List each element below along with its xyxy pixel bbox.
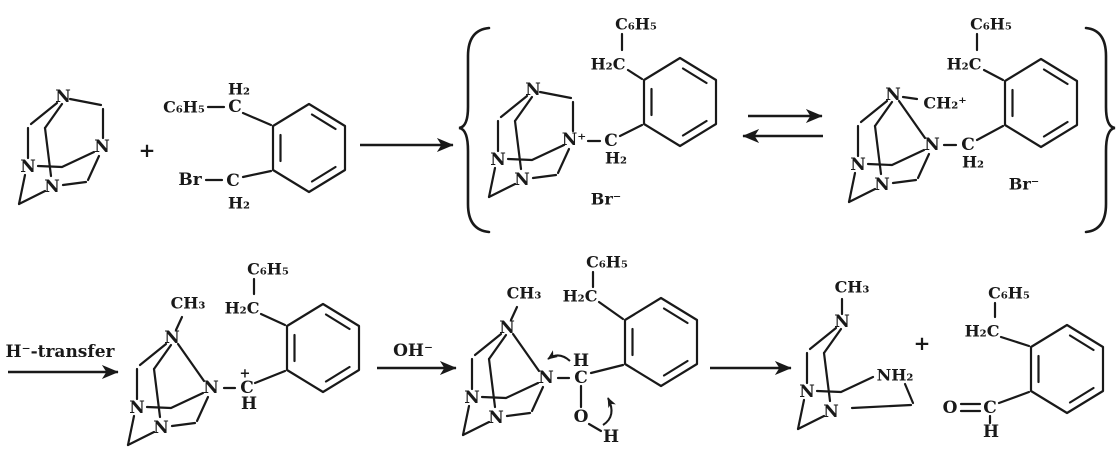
benzyl-bromide-reactant: C₆H₅ H₂ C Br C H₂ [163,80,347,213]
methylene-label: H₂C [225,299,260,318]
electron-pushing-arrow [602,397,616,426]
methylated-benzylic-cation: N N N N CH₃ + C H C₆H₅ H₂C [126,260,361,447]
carbon-label: C [604,131,618,151]
nitrogen-label: N [514,170,530,190]
phenyl-label: C₆H₅ [163,98,205,117]
nitrogen-label: N [885,85,901,105]
carbon-label: C [574,368,588,388]
phenyl-label: C₆H₅ [615,15,657,34]
cage-bonds [487,90,575,199]
ring-opened-cation-intermediate: N N N N CH₂⁺ C H₂ C₆H₅ H₂C Br⁻ [847,15,1079,204]
benzene-ring [1003,57,1079,149]
h2-label: H₂ [228,80,250,99]
carbon-label: C [961,135,975,155]
nitrogen-label: N [823,402,839,422]
nitrogen-label: N [499,318,515,338]
benzene-ring [285,302,361,394]
amine-label: NH₂ [877,366,914,385]
hydride-transfer-label: H⁻-transfer [6,342,116,362]
nitrogen-cation-label: N⁺ [562,130,587,150]
methyl-label: CH₃ [835,278,870,297]
nitrogen-label: N [94,137,110,157]
benzene-ring [1029,323,1105,415]
nitrogen-label: N [55,87,71,107]
electron-pushing-arrow [547,350,571,362]
nitrogen-label: N [464,388,480,408]
methyl-label: CH₃ [507,284,542,303]
benzene-ring [271,102,347,194]
hydrogen-label: H [573,351,589,371]
benzene-ring [642,56,718,148]
carbinolamine-intermediate: N N N N CH₃ H C O H C₆H₅ H₂C [461,253,699,447]
plus-charge: + [240,367,251,382]
bromine-label: Br [178,170,202,190]
equilibrium-arrows [742,109,823,143]
nitrogen-label: N [488,408,504,428]
carbon-label: C [983,398,997,418]
methylene-cation-label: CH₂⁺ [923,94,966,113]
hydrogen-label: H [241,394,257,414]
h2-label: H₂ [962,153,984,172]
hydride-transfer-step: H⁻-transfer [6,342,119,379]
phenyl-label: C₆H₅ [988,284,1030,303]
benzene-ring [623,296,699,388]
nitrogen-label: N [129,398,145,418]
oxygen-label: O [943,398,958,418]
methylene-label: H₂C [947,55,982,74]
nitrogen-label: N [164,328,180,348]
amine-cage-product: CH₃ N N N NH₂ [796,278,915,431]
h2-label: H₂ [605,149,627,168]
benzaldehyde-product: C₆H₅ H₂C O C H [943,284,1105,442]
nitrogen-label: N [924,135,940,155]
h2-label: H₂ [228,194,250,213]
cage-bonds [17,97,105,206]
nitrogen-label: N [525,80,541,100]
hydrogen-label: H [603,427,619,447]
quaternary-salt-intermediate: N N⁺ N N C H₂ C₆H₅ H₂C Br⁻ [487,15,718,209]
nitrogen-label: N [203,378,219,398]
carbon-label: C [228,97,242,117]
plus-sign: + [139,138,156,162]
hydroxide-step: OH⁻ [377,341,457,375]
carbon-label: C [240,378,254,398]
oxygen-label: O [574,407,589,427]
methylene-label: H₂C [591,55,626,74]
methylene-label: H₂C [965,322,1000,341]
hydrogen-label: H [983,422,999,442]
phenyl-label: C₆H₅ [586,253,628,272]
phenyl-label: C₆H₅ [247,260,289,279]
hydroxide-label: OH⁻ [393,341,433,361]
nitrogen-label: N [153,418,169,438]
bromide-counterion-label: Br⁻ [591,190,621,209]
urotropine-reactant: N N N N [17,87,110,206]
methylene-label: H₂C [563,287,598,306]
bromide-counterion-label: Br⁻ [1009,175,1039,194]
nitrogen-label: N [874,175,890,195]
nitrogen-label: N [834,312,850,332]
carbon-label: C [226,171,240,191]
nitrogen-label: N [850,155,866,175]
nitrogen-label: N [20,157,36,177]
opening-brace [458,26,491,234]
nitrogen-label: N [490,150,506,170]
plus-sign: + [914,331,931,355]
closing-brace [1084,26,1116,234]
methyl-label: CH₃ [171,294,206,313]
nitrogen-label: N [44,177,60,197]
nitrogen-label: N [799,382,815,402]
phenyl-label: C₆H₅ [970,15,1012,34]
nitrogen-label: N [538,368,554,388]
